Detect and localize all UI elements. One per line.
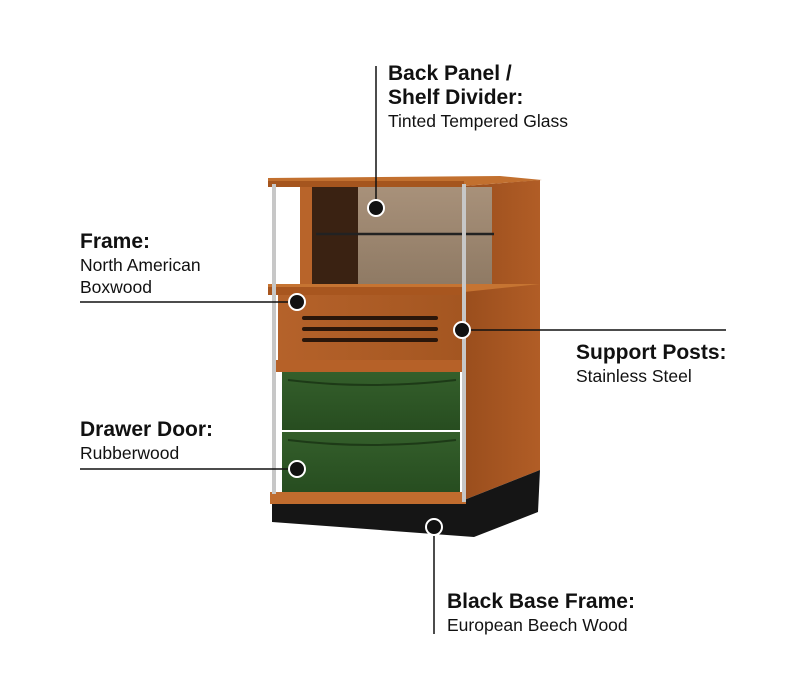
shelf-inner-side (300, 187, 312, 284)
shelf-left-dark (310, 187, 358, 284)
frame-material-line2: Boxwood (80, 277, 152, 297)
middle-shelf-edge (268, 287, 464, 295)
callout-frame: Frame: North American Boxwood (80, 230, 201, 298)
drawer-lower-handle (287, 439, 457, 446)
drawer-door-material: Rubberwood (80, 443, 180, 463)
drawer-lower (282, 432, 460, 492)
callout-drawer-door: Drawer Door: Rubberwood (80, 418, 213, 464)
support-post-right (462, 184, 466, 502)
marker-frame (288, 293, 306, 311)
back-panel-title-line1: Back Panel / (388, 62, 512, 85)
support-post-left (272, 184, 276, 494)
drawer-upper-handle (287, 379, 457, 386)
frame-material-line1: North American (80, 255, 201, 275)
cabinet-top-edge (268, 181, 464, 187)
base-frame-material: European Beech Wood (447, 615, 628, 635)
back-panel-material: Tinted Tempered Glass (388, 111, 568, 131)
bottom-board (270, 492, 466, 504)
callout-back-panel: Back Panel / Shelf Divider: Tinted Tempe… (388, 62, 568, 132)
drawer-upper (282, 372, 460, 430)
marker-base-frame (425, 518, 443, 536)
drawer-top-rail (276, 360, 464, 372)
support-posts-material: Stainless Steel (576, 366, 692, 386)
drawer-door-title: Drawer Door: (80, 418, 214, 441)
frame-title: Frame: (80, 230, 151, 253)
marker-drawer-door (288, 460, 306, 478)
cabinet (268, 176, 542, 537)
vent-slot-1 (302, 316, 438, 320)
marker-back-panel (367, 199, 385, 217)
base-frame-title: Black Base Frame: (447, 590, 635, 613)
vent-slot-3 (302, 338, 438, 342)
support-posts-title: Support Posts: (576, 341, 727, 364)
marker-support-posts (453, 321, 471, 339)
callout-support-posts: Support Posts: Stainless Steel (576, 341, 727, 387)
leader-lines (80, 66, 726, 634)
markers (288, 199, 471, 536)
back-panel-title-line2: Shelf Divider: (388, 86, 524, 109)
callout-base-frame: Black Base Frame: European Beech Wood (447, 590, 635, 636)
vent-slot-2 (302, 327, 438, 331)
